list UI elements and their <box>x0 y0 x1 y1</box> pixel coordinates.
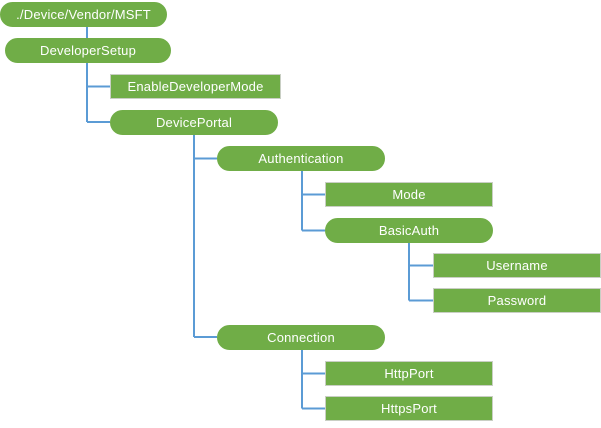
node-label: DevicePortal <box>155 114 233 130</box>
node-enabledevelopermode[interactable]: EnableDeveloperMode <box>110 74 281 99</box>
node-root[interactable]: ./Device/Vendor/MSFT <box>0 2 167 27</box>
node-label: Username <box>486 257 548 273</box>
node-connection[interactable]: Connection <box>217 325 385 350</box>
node-label: HttpsPort <box>381 400 437 416</box>
node-label: Mode <box>392 186 426 202</box>
node-username[interactable]: Username <box>433 253 601 278</box>
node-httpsport[interactable]: HttpsPort <box>325 396 493 421</box>
node-deviceportal[interactable]: DevicePortal <box>110 110 278 135</box>
node-label: DeveloperSetup <box>39 42 137 58</box>
node-authentication[interactable]: Authentication <box>217 146 385 171</box>
node-label: Authentication <box>258 150 344 166</box>
node-label: BasicAuth <box>378 222 440 238</box>
node-label: HttpPort <box>384 365 434 381</box>
node-label: Password <box>487 292 547 308</box>
node-label: Connection <box>267 329 335 345</box>
node-label: EnableDeveloperMode <box>127 78 264 94</box>
node-basicauth[interactable]: BasicAuth <box>325 218 493 243</box>
node-httpport[interactable]: HttpPort <box>325 361 493 386</box>
node-password[interactable]: Password <box>433 288 601 313</box>
node-developersetup[interactable]: DeveloperSetup <box>5 38 171 63</box>
node-label: ./Device/Vendor/MSFT <box>16 6 151 22</box>
node-mode[interactable]: Mode <box>325 182 493 207</box>
